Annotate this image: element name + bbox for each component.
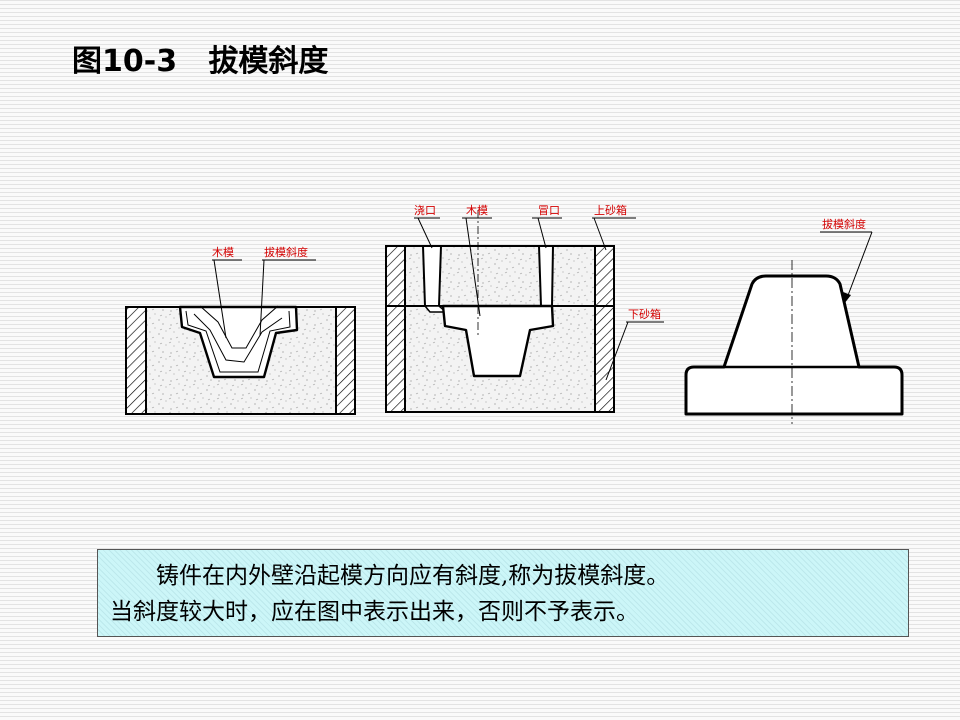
upper-flask-wall-right xyxy=(594,245,615,307)
left-mold-cavity xyxy=(178,305,299,379)
riser-channel xyxy=(537,245,555,307)
middle-mold-cavity xyxy=(441,304,555,378)
upper-flask-wall-left xyxy=(385,245,406,307)
casting-outline xyxy=(684,274,904,416)
caption-line-1: 铸件在内外壁沿起模方向应有斜度,称为拔模斜度。 xyxy=(156,563,670,589)
middle-label-upper-flask: 上砂箱 xyxy=(594,203,627,217)
caption-line-2: 当斜度较大时，应在图中表示出来，否则不予表示。 xyxy=(110,599,639,625)
mold-left-figure: 木模 拔模斜度 xyxy=(125,245,356,415)
caption-box: 铸件在内外壁沿起模方向应有斜度,称为拔模斜度。 当斜度较大时，应在图中表示出来，… xyxy=(97,549,909,637)
sprue-channel xyxy=(421,245,443,307)
left-flask-wall-right xyxy=(335,306,356,415)
left-label-draft: 拔模斜度 xyxy=(264,245,308,259)
middle-label-riser: 冒口 xyxy=(538,204,560,217)
lower-flask-wall-right xyxy=(594,305,615,413)
middle-label-lower-flask: 下砂箱 xyxy=(628,307,661,321)
mold-middle-figure: 浇口 木模 冒口 上砂箱 下砂箱 xyxy=(385,203,664,413)
lower-flask-wall-left xyxy=(385,305,406,413)
left-label-pattern: 木模 xyxy=(212,246,234,259)
casting-right-figure: 拔模斜度 xyxy=(684,217,904,424)
right-label-draft: 拔模斜度 xyxy=(822,217,866,231)
left-flask-wall-left xyxy=(125,306,147,415)
middle-label-sprue: 浇口 xyxy=(414,204,436,217)
slide-title: 图10-3 拔模斜度 xyxy=(72,44,329,79)
middle-label-pattern: 木模 xyxy=(466,204,488,217)
